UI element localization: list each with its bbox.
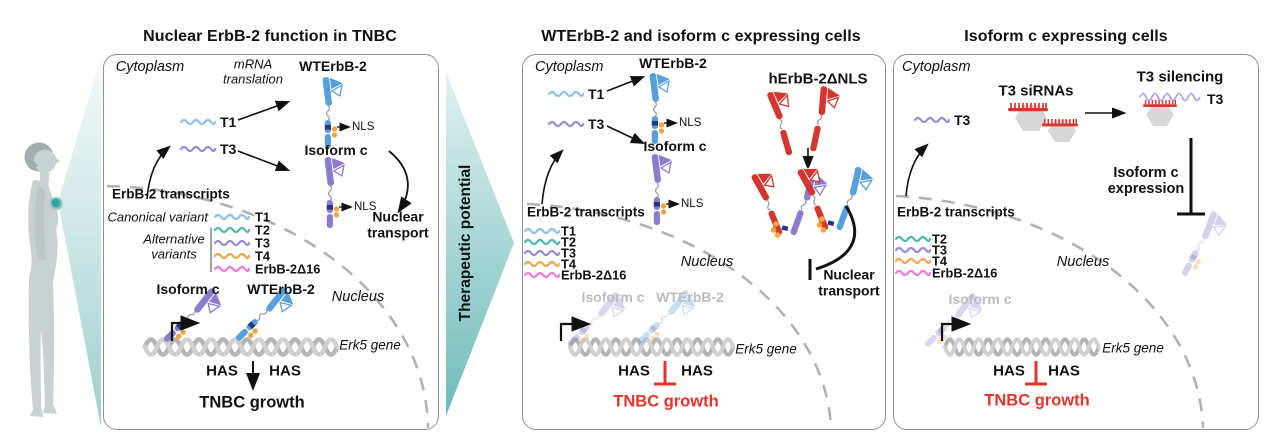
p1-has-left-label: HAS [206,362,238,380]
p1-nls1-label: NLS [352,121,375,133]
p1-t1-label: T1 [220,114,237,130]
p1-mrna-translation-label: mRNA translation [223,56,283,86]
p1-transcripts-header: ErbB-2 transcripts [112,186,230,202]
p3-nucleus-label: Nucleus [1056,254,1110,270]
p2-nls2-label: NLS [681,198,704,210]
p3-outcome-label: TNBC growth [984,391,1090,410]
p2-nuclear-transport-label: Nuclear transport [818,266,880,298]
p2-legend-label-t2: T2 [561,234,576,250]
p1-nucleus-label: Nucleus [331,289,385,305]
p2-dna-isoformc-label: Isoform c [581,289,645,305]
p2-cytoplasm-label: Cytoplasm [535,59,604,75]
p3-t3-label: T3 [954,112,971,128]
p2-outcome-label: TNBC growth [613,392,719,411]
panel-nuclear-erbb2-function [103,54,439,430]
p1-cytoplasm-label: Cytoplasm [115,59,185,75]
therapeutic-potential-label: Therapeutic potential [457,164,474,322]
p2-has-right-label: HAS [681,362,713,380]
p3-transcripts-header: ErbB-2 transcripts [897,204,1015,220]
p2-legend-label-d16: ErbB-2Δ16 [561,267,627,283]
p1-title: Nuclear ErbB-2 function in TNBC [143,28,397,45]
p2-legend-label-t4: T4 [561,256,576,272]
p3-t3-sirnas-label: T3 siRNAs [998,82,1074,100]
p1-legend-label-t2: T2 [255,222,270,238]
p2-has-left-label: HAS [618,362,650,380]
panel-isoformc-cells [893,54,1259,430]
p2-legend-label-t3: T3 [561,245,576,261]
p1-nls2-label: NLS [354,201,377,213]
p1-canonical-variant-label: Canonical variant [107,209,208,225]
breast-tumor-dot [49,196,63,210]
p2-herbb2dnls-label: hErbB-2ΔNLS [768,70,868,88]
p3-legend-label-t3: T3 [932,242,947,258]
p2-wterbb2-label: WTErbB-2 [639,55,707,71]
p3-t3-target-label: T3 [1207,91,1224,107]
p3-has-left-label: HAS [993,362,1025,380]
p2-legend-label-t1: T1 [561,223,576,239]
p1-legend-label-t3: T3 [255,235,270,251]
p3-erk5-label: Erk5 gene [1102,340,1164,356]
p2-title: WTErbB-2 and isoform c expressing cells [541,28,861,45]
p2-nucleus-label: Nucleus [680,254,734,270]
zoom-cone [58,57,101,427]
p2-t3-label: T3 [588,116,605,132]
p1-dna-wterbb2-label: WTErbB-2 [247,281,315,297]
p1-legend-label-t4: T4 [255,248,270,264]
p3-legend-label-t4: T4 [932,253,947,269]
p3-legend-label-t2: T2 [932,231,947,247]
panel-wterbb2-isoformc-cells [522,54,886,430]
p2-isoformc-label: Isoform c [643,138,707,154]
p3-title: Isoform c expressing cells [964,28,1168,45]
p1-t3-label: T3 [220,141,237,157]
p2-dna-wterbb2-label: WTErbB-2 [656,289,724,305]
p1-dna-isoformc-label: Isoform c [156,281,220,297]
p1-alternative-variants-label: Alternative variants [143,231,205,261]
p3-has-right-label: HAS [1048,362,1080,380]
p1-erk5-label: Erk5 gene [339,337,401,353]
p1-nuclear-transport-label: Nuclear transport [367,208,429,240]
p2-nls1-label: NLS [679,117,702,129]
p1-wterbb2-label: WTErbB-2 [299,58,367,74]
p1-isoformc-label: Isoform c [304,142,368,158]
p2-t1-label: T1 [588,86,605,102]
p3-legend-label-d16: ErbB-2Δ16 [932,265,998,281]
p1-legend-label-d16: ErbB-2Δ16 [255,261,321,277]
p3-dna-isoformc-label: Isoform c [948,291,1012,307]
p1-legend-label-t1: T1 [255,209,270,225]
p3-cytoplasm-label: Cytoplasm [902,59,971,75]
patient-silhouette [24,142,63,417]
p3-t3-silencing-label: T3 silencing [1136,68,1224,86]
p2-erk5-label: Erk5 gene [735,341,797,357]
p1-has-right-label: HAS [269,362,301,380]
p2-transcripts-header: ErbB-2 transcripts [527,204,645,220]
p3-isoformc-expression-label: Isoform c expression [1107,164,1185,197]
p1-outcome-label: TNBC growth [199,393,305,412]
